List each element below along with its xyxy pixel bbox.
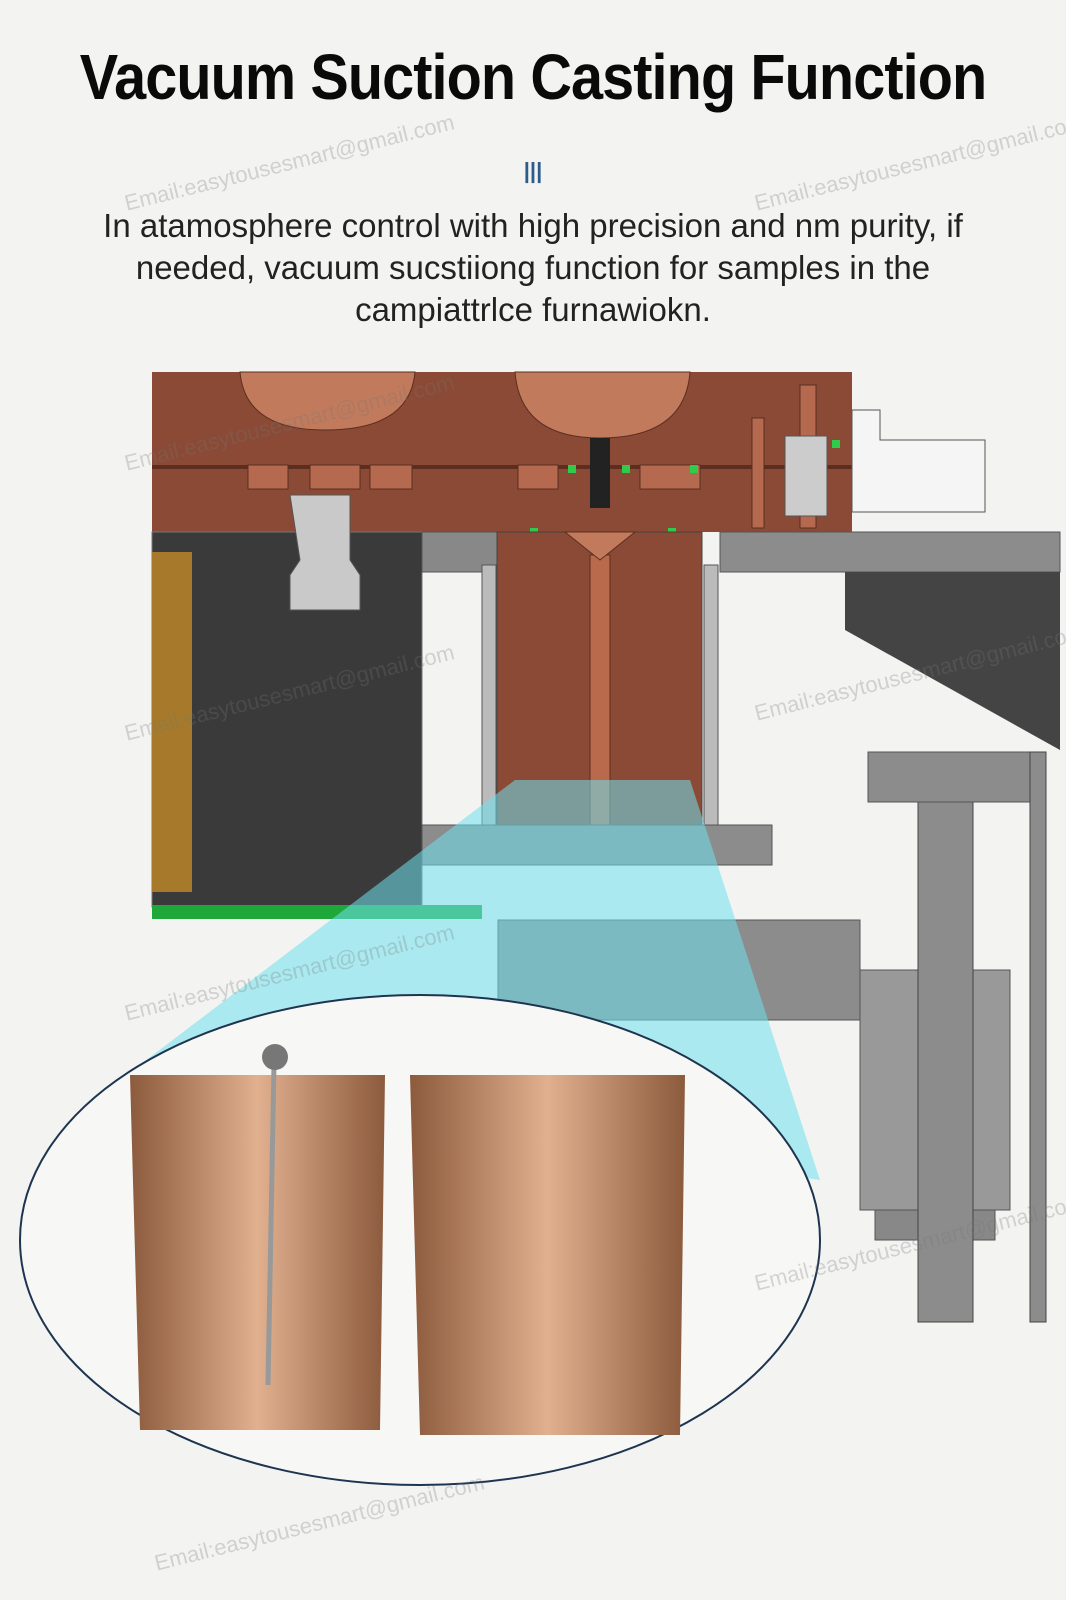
bolt [784, 435, 828, 517]
cast-rod-head [262, 1044, 288, 1070]
cast-rod [265, 1064, 277, 1386]
coil [152, 552, 192, 892]
crucible-left [239, 371, 416, 431]
nozzle [289, 494, 361, 611]
divider-mark: ||| [523, 158, 543, 183]
plug [590, 438, 610, 508]
threaded-rod [917, 751, 974, 1323]
crucible-right [514, 371, 691, 439]
shield [845, 572, 1060, 750]
page-title: Vacuum Suction Casting Function [79, 41, 987, 113]
copper-mold-half-left [130, 1075, 385, 1430]
copper-mold-half-right [410, 1075, 685, 1435]
description: In atamosphere control with high precisi… [103, 207, 963, 328]
